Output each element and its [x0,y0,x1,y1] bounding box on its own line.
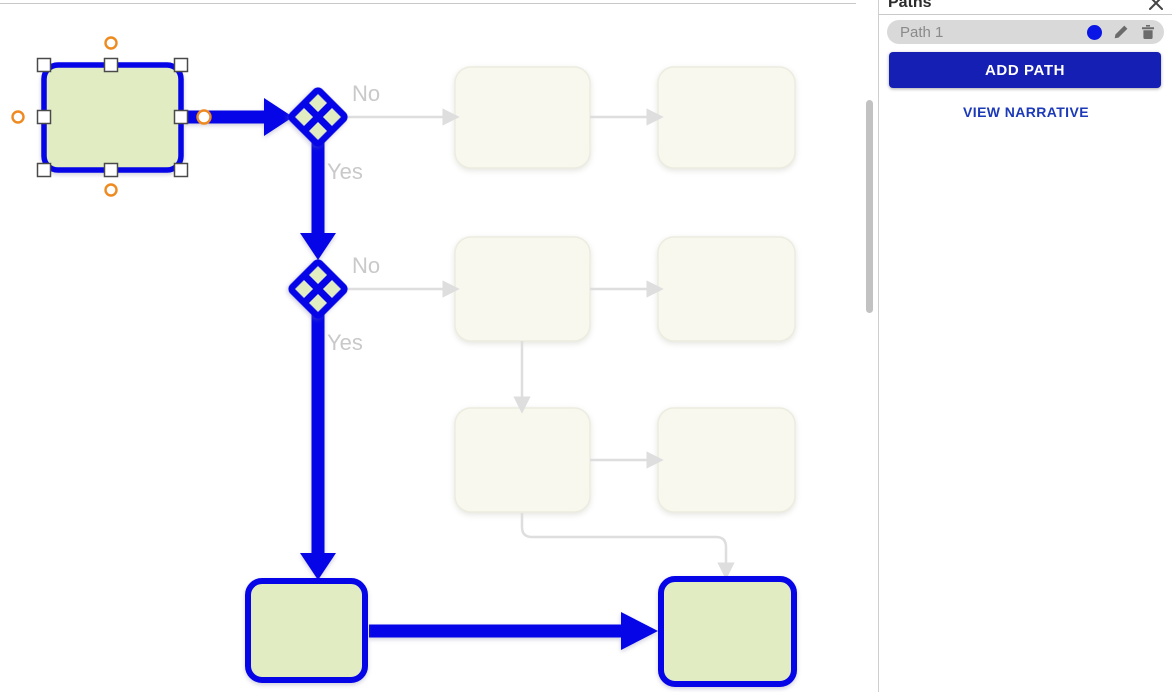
arrowhead-gateway2-yes [300,553,336,580]
connection-point-right-active[interactable] [196,109,212,125]
start-node-selected[interactable] [41,62,184,173]
connection-point-top[interactable] [104,36,118,50]
connection-point-bottom[interactable] [104,183,118,197]
resize-handle-s[interactable] [103,162,119,178]
gateway1-cross-v [301,100,335,134]
arrowhead-gateway1-yes [300,233,336,260]
gateway2-yes-label: Yes [327,330,363,355]
faded-node-3[interactable] [454,236,591,342]
canvas-top-border [0,3,856,4]
close-icon[interactable] [1148,0,1164,11]
gateway1-no-label: No [352,81,380,106]
resize-handle-se[interactable] [173,162,189,178]
path-row-icons [1087,24,1156,40]
flowchart-svg: No Yes No Yes [11,36,797,687]
delete-trash-icon[interactable] [1140,24,1156,40]
gateway-node-1[interactable] [288,87,348,147]
faded-node-6[interactable] [657,407,796,513]
connection-point-left[interactable] [11,110,25,124]
resize-handle-sw[interactable] [36,162,52,178]
end-node-left[interactable] [245,578,368,683]
panel-header-divider [879,14,1172,15]
selection-handles [36,57,189,178]
gateway-node-2[interactable] [288,259,348,319]
panel-title: Paths [888,0,932,11]
gateway1-yes-label: Yes [327,159,363,184]
arrowhead-end-nodes [621,612,658,650]
resize-handle-ne[interactable] [173,57,189,73]
add-path-button[interactable]: ADD PATH [889,52,1161,88]
gateway2-no-label: No [352,253,380,278]
view-narrative-link[interactable]: VIEW NARRATIVE [963,104,1089,120]
faded-node-1[interactable] [454,66,591,169]
gateway2-cross-v [301,272,335,306]
arrowhead-start-gateway1 [264,98,293,136]
paths-panel: Paths Path 1 ADD PATH VIEW NARRATIVE [878,0,1172,692]
faded-node-5[interactable] [454,407,591,513]
faded-node-2[interactable] [657,66,796,169]
diagram-canvas[interactable]: No Yes No Yes [0,0,878,692]
canvas-vertical-scrollbar[interactable] [866,100,873,313]
connector-faded-5-endnode[interactable] [520,513,735,580]
path-color-dot-icon[interactable] [1087,24,1102,40]
path-row[interactable]: Path 1 [887,20,1164,44]
path-name-label: Path 1 [900,23,944,41]
resize-handle-nw[interactable] [36,57,52,73]
resize-handle-e[interactable] [173,109,189,125]
resize-handle-w[interactable] [36,109,52,125]
resize-handle-n[interactable] [103,57,119,73]
faded-node-4[interactable] [657,236,796,342]
end-node-right[interactable] [658,576,797,687]
edit-pencil-icon[interactable] [1113,24,1129,40]
